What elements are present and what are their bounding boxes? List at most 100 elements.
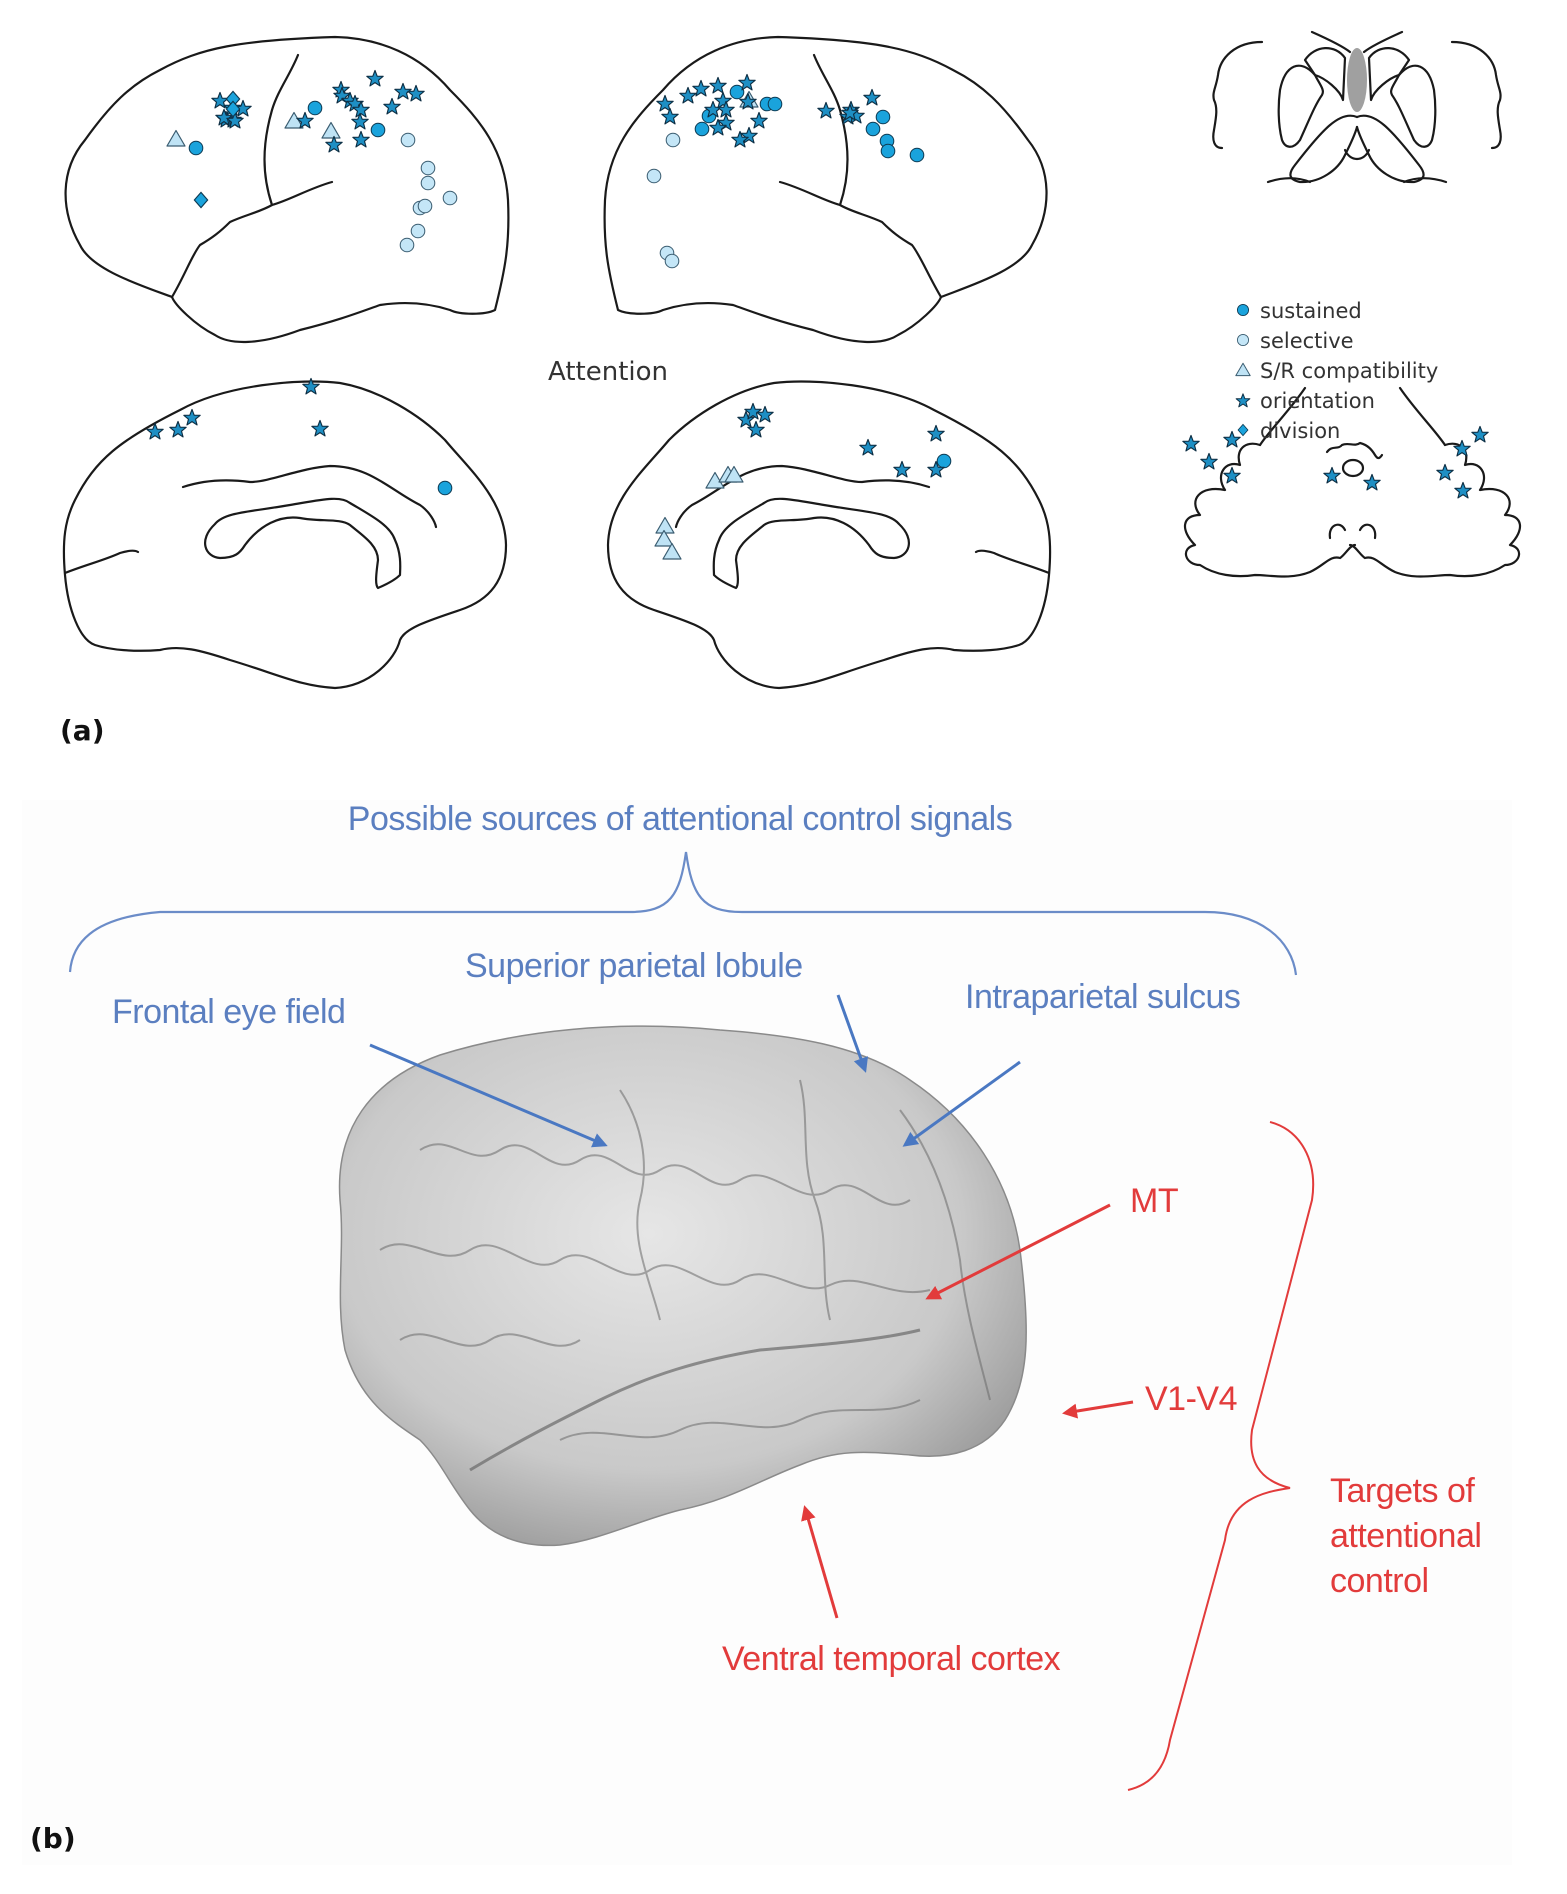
target-arrow [1062, 1400, 1134, 1419]
star-icon [1454, 481, 1472, 499]
circle-light-icon [665, 132, 681, 148]
circle-filled-icon [437, 480, 453, 496]
star-icon [1182, 434, 1200, 452]
left-parieto-occipital [63, 549, 140, 575]
circle-light-icon [442, 190, 458, 206]
left-central-sulcus [263, 53, 300, 207]
star-icon [1223, 430, 1241, 448]
star-icon [1453, 439, 1471, 457]
star-icon [709, 76, 727, 94]
source-label: Superior parietal lobule [465, 947, 803, 985]
target-label: MT [1130, 1182, 1178, 1220]
ventricle-shading [1347, 48, 1367, 112]
star-icon [407, 84, 425, 102]
star-icon [169, 420, 187, 438]
legend-item-division: division [1237, 419, 1340, 443]
triangle-icon [1235, 362, 1251, 377]
left-medial-brain [62, 380, 508, 690]
target-mt: MT [925, 1182, 1179, 1300]
star-icon [311, 419, 329, 437]
right-lateral-brain [603, 35, 1048, 343]
legend-label: division [1260, 419, 1340, 443]
triangle-icon [655, 516, 675, 534]
panel-b: Possible sources of attentional control … [22, 800, 1512, 1865]
source-label: Intraparietal sulcus [965, 978, 1240, 1016]
legend-label: orientation [1260, 389, 1375, 413]
source-arrow [836, 994, 868, 1073]
left-sylvian-fissure [170, 180, 334, 299]
left-corpus-callosum [204, 497, 402, 590]
star-icon [1363, 473, 1381, 491]
legend-label: sustained [1260, 299, 1362, 323]
brain-photo [338, 1025, 1027, 1547]
circle-filled-icon [188, 140, 204, 156]
circle-filled-icon [729, 84, 745, 100]
star-icon [1471, 425, 1489, 443]
star-icon [1235, 393, 1251, 408]
target-arrow [801, 1505, 839, 1619]
panel-b-label: (b) [30, 1822, 76, 1855]
circle-filled-icon [694, 121, 710, 137]
circle-filled-icon [767, 96, 783, 112]
left-lateral-outline [64, 35, 510, 343]
source-intraparietal-sulcus: Intraparietal sulcus [902, 978, 1241, 1147]
panel-a-title: Attention [548, 357, 668, 387]
right-medial-outline [606, 380, 1052, 690]
left-lateral-markers [166, 69, 458, 253]
star-icon [1223, 466, 1241, 484]
circle-filled-icon [307, 100, 323, 116]
star-icon [750, 111, 768, 129]
star-icon [714, 91, 732, 109]
legend-label: S/R compatibility [1260, 359, 1438, 383]
star-icon [817, 101, 835, 119]
circle-light-icon [420, 175, 436, 191]
right-sylvian-fissure [778, 180, 943, 299]
diamond-icon [1237, 423, 1249, 437]
left-lateral-brain [64, 35, 510, 343]
star-icon [1436, 463, 1454, 481]
circle-light-icon [399, 237, 415, 253]
sources-heading: Possible sources of attentional control … [348, 800, 1012, 838]
circle-filled-icon [880, 143, 896, 159]
legend-item-orientation: orientation [1235, 389, 1375, 413]
star-icon [383, 97, 401, 115]
right-corpus-callosum [712, 497, 910, 590]
star-icon [352, 130, 370, 148]
legend-item-sustained: sustained [1236, 299, 1362, 323]
circle-light-icon [1236, 333, 1250, 347]
left-medial-markers [146, 377, 453, 496]
star-icon [183, 408, 201, 426]
circle-light-icon [664, 253, 680, 269]
panel-a-label: (a) [60, 714, 105, 747]
legend: sustained selective S/R compatibility or… [1235, 299, 1438, 443]
star-icon [366, 69, 384, 87]
triangle-icon [166, 129, 186, 147]
source-arrow [902, 1060, 1021, 1147]
star-icon [325, 135, 343, 153]
triangle-icon [321, 121, 341, 139]
right-central-sulcus [812, 53, 849, 207]
circle-light-icon [400, 132, 416, 148]
circle-filled-icon [875, 109, 891, 125]
left-cingulate-sulcus [181, 464, 438, 529]
right-cingulate-sulcus [674, 464, 931, 529]
cerebellum-section [1184, 386, 1521, 578]
left-medial-outline [62, 380, 508, 690]
source-label: Frontal eye field [112, 993, 345, 1031]
star-icon [927, 424, 945, 442]
right-lateral-markers [646, 73, 925, 269]
source-frontal-eye-field: Frontal eye field [112, 993, 608, 1148]
target-label: Ventral temporal cortex [722, 1640, 1061, 1678]
right-lateral-outline [603, 35, 1048, 343]
circle-filled-icon [370, 122, 386, 138]
target-ventral-temporal-cortex: Ventral temporal cortex [722, 1505, 1061, 1678]
star-icon [863, 88, 881, 106]
targets-brace [1127, 1121, 1315, 1791]
targets-heading: Targets of attentional control [1330, 1472, 1490, 1600]
source-arrow [369, 1043, 608, 1148]
star-icon [661, 107, 679, 125]
legend-item-sr-compatibility: S/R compatibility [1235, 359, 1438, 383]
right-parieto-occipital [974, 549, 1051, 575]
diamond-icon [193, 191, 209, 209]
target-label: V1-V4 [1145, 1380, 1237, 1418]
